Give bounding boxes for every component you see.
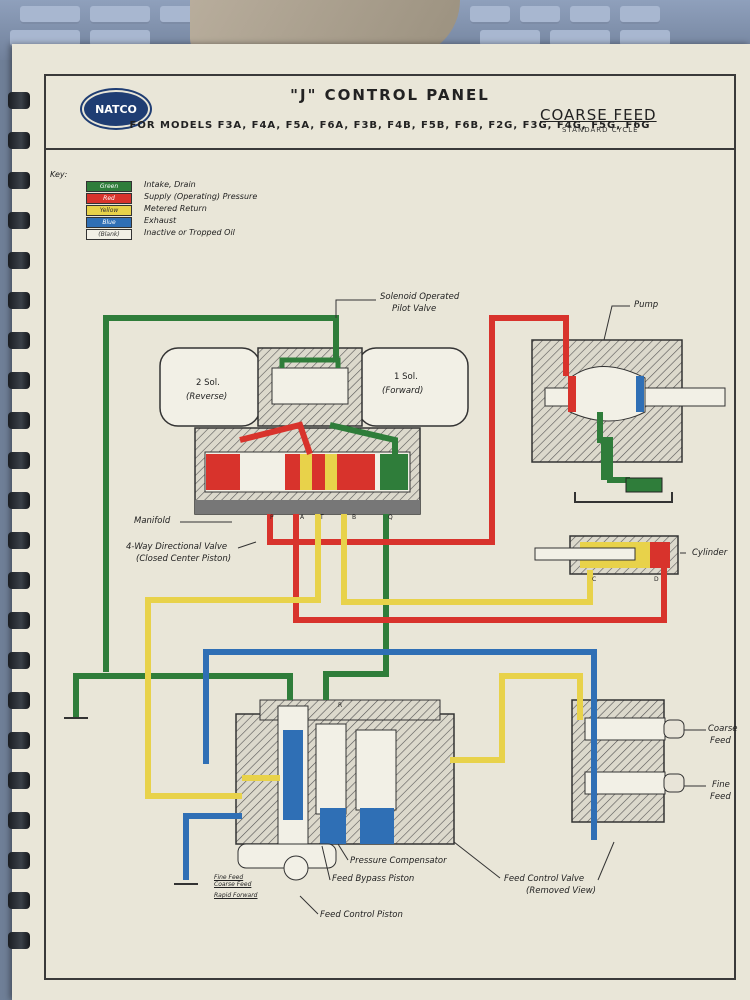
key-desc-yellow: Metered Return (144, 204, 207, 213)
label-removed-view: (Removed View) (526, 886, 596, 896)
manual-page: NATCO "J" CONTROL PANEL FOR MODELS F3A, … (8, 44, 750, 1000)
label-cylinder: Cylinder (692, 548, 728, 558)
yellow-return-line (145, 514, 321, 799)
key-desc-blank: Inactive or Tropped Oil (144, 228, 235, 237)
label-pump: Pump (634, 300, 659, 310)
label-manifold: Manifold (134, 516, 171, 526)
label-pilot-valve: Pilot Valve (392, 304, 437, 314)
green-tank-line (73, 673, 293, 718)
header: NATCO "J" CONTROL PANEL FOR MODELS F3A, … (46, 76, 734, 150)
label-feed-control-piston: Feed Control Piston (320, 910, 403, 920)
port-t: T (320, 514, 324, 521)
spring-right-green (380, 454, 408, 490)
green-pilot-drain (103, 315, 339, 672)
label-fine-feed: Fine (712, 780, 730, 790)
key-label: Key: (50, 170, 68, 179)
feed-bypass-spring (320, 808, 346, 844)
port-c: C (592, 576, 597, 583)
label-coarse-feed-small: Coarse Feed (214, 881, 252, 888)
panel-title: "J" CONTROL PANEL (290, 86, 490, 104)
models-list: FOR MODELS F3A, F4A, F5A, F6A, F3B, F4B,… (129, 120, 651, 131)
port-d: D (654, 576, 659, 583)
label-forward: (Forward) (382, 386, 424, 396)
key-swatch-green: Green (86, 181, 132, 192)
label-fine-feed-2: Feed (710, 792, 731, 802)
label-sol2: 2 Sol. (196, 378, 220, 388)
label-feed-bypass: Feed Bypass Piston (332, 874, 415, 884)
cycle-subtitle: STANDARD CYCLE (562, 126, 639, 134)
label-rapid-forward: Rapid Forward (214, 892, 258, 899)
label-sol1: 1 Sol. (394, 372, 418, 382)
port-b: B (352, 514, 357, 521)
spring-left-red (206, 454, 240, 490)
red-cylinder-line (293, 514, 667, 623)
label-coarse-feed: Coarse (708, 724, 738, 734)
port-a: A (300, 514, 305, 521)
label-pressure-compensator: Pressure Compensator (350, 856, 447, 866)
label-dir-valve: 4-Way Directional Valve (126, 542, 228, 552)
key-swatch-yellow: Yellow (86, 205, 132, 216)
label-closed-center: (Closed Center Piston) (136, 554, 232, 564)
label-coarse-feed-2: Feed (710, 736, 731, 746)
port-q: Q (388, 514, 393, 521)
key-desc-blue: Exhaust (144, 216, 177, 225)
label-feed-control-valve: Feed Control Valve (504, 874, 585, 884)
cycle-title: COARSE FEED (540, 106, 657, 124)
key-swatch-red: Red (86, 193, 132, 204)
pressure-compensator (355, 729, 397, 811)
label-fine-feed-small: Fine Feed (214, 874, 244, 881)
key-swatch-blue: Blue (86, 217, 132, 228)
key-desc-green: Intake, Drain (144, 180, 196, 189)
diagram-frame: NATCO "J" CONTROL PANEL FOR MODELS F3A, … (44, 74, 736, 980)
key-swatch-blank: (Blank) (86, 229, 132, 240)
label-solenoid: Solenoid Operated (380, 292, 460, 302)
blue-exhaust-line (203, 649, 597, 840)
natco-logo: NATCO (82, 90, 150, 128)
label-reverse: (Reverse) (186, 392, 228, 402)
port-r: R (338, 702, 343, 709)
key-desc-red: Supply (Operating) Pressure (144, 192, 258, 201)
red-supply-line (267, 315, 569, 545)
port-p: P (270, 514, 274, 521)
